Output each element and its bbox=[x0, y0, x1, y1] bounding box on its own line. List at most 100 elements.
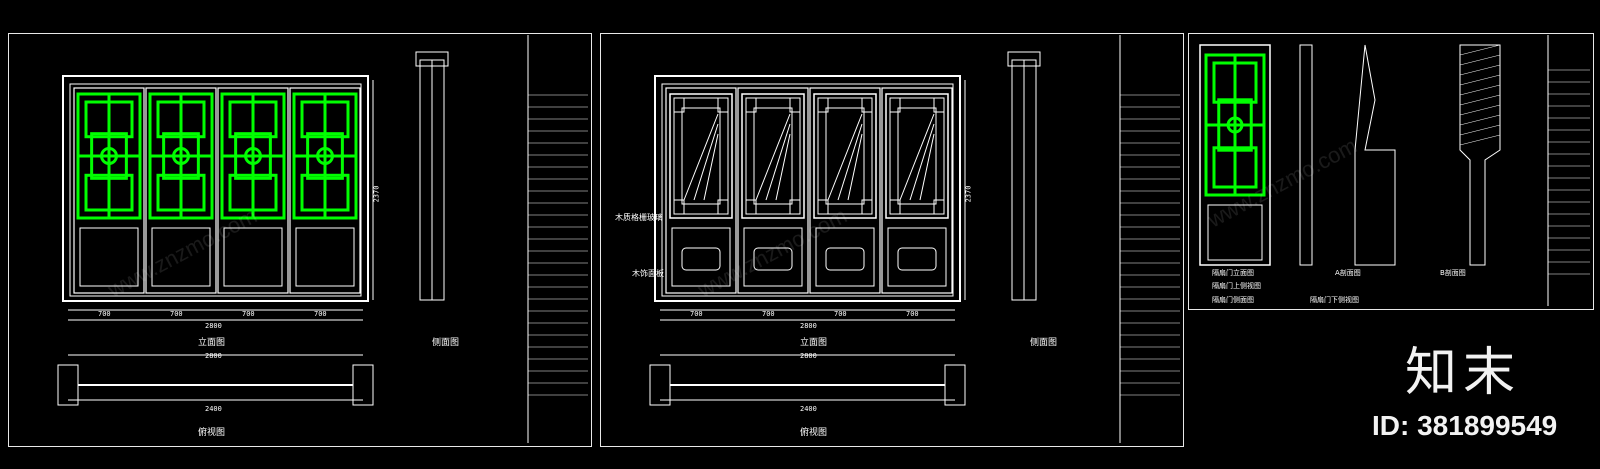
hatch-line bbox=[1459, 64, 1501, 76]
glass-inner bbox=[745, 97, 801, 215]
glass-reflection bbox=[847, 133, 863, 201]
plan-view-label-2: 俯视图 bbox=[800, 428, 828, 438]
hatch-line bbox=[1459, 104, 1501, 116]
glass-reflection bbox=[919, 133, 935, 201]
door-panel bbox=[145, 87, 217, 294]
hatch-line bbox=[1459, 124, 1501, 136]
lattice-corner bbox=[745, 199, 757, 215]
lattice-corner bbox=[717, 97, 729, 113]
lattice-corner bbox=[789, 97, 801, 113]
lower-panel-inset bbox=[897, 247, 937, 271]
lattice-corner bbox=[889, 199, 901, 215]
detail-label-6: 隔扇门下侧视图 bbox=[1310, 296, 1359, 304]
detail-label-1: 隔扇门立面图 bbox=[1212, 269, 1254, 277]
lattice-medallion bbox=[316, 147, 334, 165]
lower-panel bbox=[671, 227, 731, 287]
detail-lower-panel bbox=[1207, 204, 1263, 261]
door-frame-outer bbox=[62, 75, 369, 302]
glass-reflection bbox=[899, 113, 935, 201]
dim-1a: 700 bbox=[98, 310, 111, 318]
lower-panel bbox=[223, 227, 283, 287]
detail-label-5: 隔扇门上侧视图 bbox=[1212, 282, 1261, 290]
dim-1-total: 2800 bbox=[205, 322, 222, 330]
section-b bbox=[1459, 44, 1501, 266]
glass-reflection bbox=[909, 123, 935, 201]
plan-dim-1-bottom: 2400 bbox=[205, 405, 222, 413]
glass-pane bbox=[825, 107, 865, 205]
asset-id-label: ID: 381899549 bbox=[1372, 410, 1558, 441]
glass-inner bbox=[817, 97, 873, 215]
front-elevation-1 bbox=[57, 35, 588, 443]
detail-side-profile bbox=[1299, 44, 1313, 266]
glass-pane bbox=[681, 107, 721, 205]
side-view-cap bbox=[1007, 51, 1041, 67]
front-elevation-label-2: 立面图 bbox=[800, 338, 828, 348]
lattice-corner bbox=[933, 199, 945, 215]
glass-reflection bbox=[683, 113, 719, 201]
lattice-corner bbox=[673, 199, 685, 215]
glass-reflection bbox=[775, 133, 791, 201]
door-panel bbox=[665, 87, 737, 294]
callout-label-1: 木质格栅玻璃 bbox=[615, 213, 663, 222]
callout-label-2: 木饰面板 bbox=[632, 269, 664, 278]
dim-2b: 700 bbox=[762, 310, 775, 318]
glass-reflection bbox=[755, 113, 791, 201]
glass-outline bbox=[741, 93, 805, 219]
dim-2a: 700 bbox=[690, 310, 703, 318]
section-a bbox=[1354, 44, 1396, 266]
plan-wall-right bbox=[352, 364, 374, 406]
door-frame-inner bbox=[69, 83, 362, 297]
door-panel bbox=[809, 87, 881, 294]
glass-pane bbox=[753, 107, 793, 205]
detail-label-2: 隔扇门侧面图 bbox=[1212, 296, 1254, 304]
front-elevation-2 bbox=[649, 35, 1180, 443]
lattice-corner bbox=[717, 199, 729, 215]
door-panel bbox=[217, 87, 289, 294]
hatch-line bbox=[1459, 114, 1501, 126]
lower-panel-inset bbox=[753, 247, 793, 271]
lattice-corner bbox=[889, 97, 901, 113]
door-panel bbox=[737, 87, 809, 294]
detail-door-frame bbox=[1199, 44, 1271, 266]
drawing-sheet-2 bbox=[600, 33, 1184, 447]
glass-pane bbox=[897, 107, 937, 205]
hatch-line bbox=[1459, 84, 1501, 96]
plan-dim-2-bottom: 2400 bbox=[800, 405, 817, 413]
hatch-line bbox=[1459, 54, 1501, 66]
lattice-corner bbox=[817, 97, 829, 113]
lower-panel-inset bbox=[681, 247, 721, 271]
side-elevation-label-2: 侧面图 bbox=[1030, 338, 1058, 348]
plan-dim-1-top: 2800 bbox=[205, 352, 222, 360]
dim-1c: 700 bbox=[242, 310, 255, 318]
glass-outline bbox=[813, 93, 877, 219]
glass-reflection bbox=[765, 123, 791, 201]
glass-inner bbox=[673, 97, 729, 215]
lower-panel-inset bbox=[825, 247, 865, 271]
detail-label-3: A剖面图 bbox=[1335, 269, 1361, 277]
lattice-corner bbox=[861, 97, 873, 113]
glass-outline bbox=[669, 93, 733, 219]
lattice-corner bbox=[789, 199, 801, 215]
glass-outline bbox=[885, 93, 949, 219]
glass-reflection bbox=[827, 113, 863, 201]
hatch-line bbox=[1459, 44, 1501, 56]
drawing-sheet-1 bbox=[8, 33, 592, 447]
door-frame-outer bbox=[654, 75, 961, 302]
hatch-line bbox=[1459, 134, 1501, 146]
door-panel bbox=[881, 87, 953, 294]
lower-panel bbox=[79, 227, 139, 287]
detail-label-4: B剖面图 bbox=[1440, 269, 1466, 277]
lattice-corner bbox=[673, 97, 685, 113]
glass-reflection bbox=[837, 123, 863, 201]
glass-reflection bbox=[693, 123, 719, 201]
glass-inner bbox=[889, 97, 945, 215]
lattice-corner bbox=[861, 199, 873, 215]
lower-panel bbox=[151, 227, 211, 287]
dim-1-height: 2370 bbox=[372, 185, 381, 203]
lattice-corner bbox=[745, 97, 757, 113]
plan-dim-2-top: 2800 bbox=[800, 352, 817, 360]
door-frame-inner bbox=[661, 83, 954, 297]
side-elevation-label-1: 侧面图 bbox=[432, 338, 460, 348]
lower-panel bbox=[815, 227, 875, 287]
glass-reflection bbox=[703, 133, 719, 201]
